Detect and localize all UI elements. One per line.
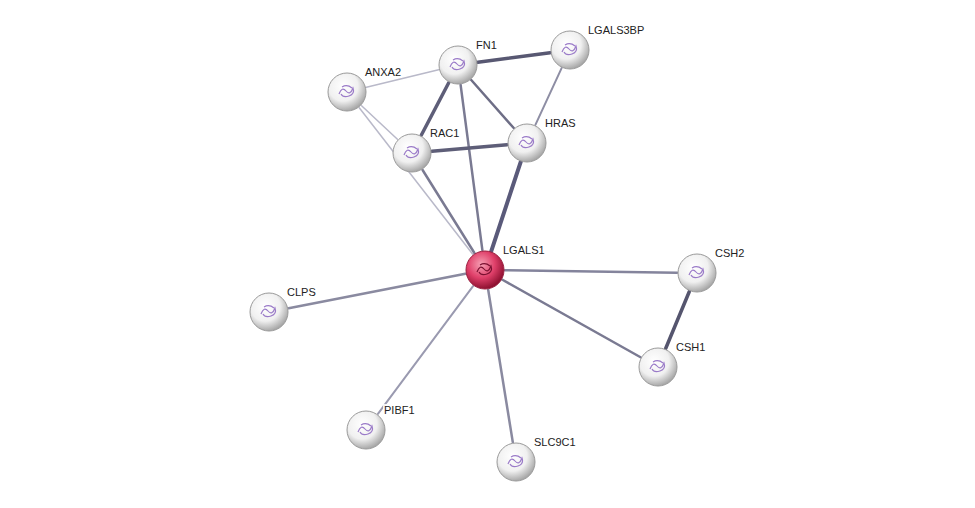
node-sphere — [677, 253, 717, 293]
protein-node: FN1 — [438, 45, 478, 85]
protein-node: CSH1 — [638, 347, 678, 387]
interaction-edge — [432, 145, 507, 152]
interaction-edge — [505, 270, 677, 272]
interaction-edge — [423, 170, 475, 253]
interaction-edge — [471, 80, 513, 128]
protein-node: RAC1 — [392, 133, 432, 173]
protein-node: CLPS — [249, 292, 289, 332]
node-sphere — [496, 442, 536, 482]
protein-node: SLC9C1 — [496, 442, 536, 482]
interaction-edge — [491, 162, 520, 251]
protein-label: SLC9C1 — [533, 436, 577, 448]
node-sphere — [465, 250, 505, 290]
node-sphere — [550, 30, 590, 70]
protein-label: CSH2 — [714, 247, 745, 259]
interaction-edge — [488, 290, 513, 443]
protein-label: PIBF1 — [383, 404, 416, 416]
protein-label: CSH1 — [675, 341, 706, 353]
protein-label: HRAS — [544, 117, 577, 129]
interaction-edge — [378, 286, 473, 414]
node-sphere — [249, 292, 289, 332]
protein-node: PIBF1 — [346, 410, 386, 450]
interaction-edge — [666, 291, 690, 348]
protein-label: CLPS — [286, 286, 317, 298]
protein-node: CSH2 — [677, 253, 717, 293]
interaction-edge — [502, 280, 640, 357]
node-sphere — [346, 410, 386, 450]
protein-label: ANXA2 — [364, 66, 402, 78]
interaction-edge — [478, 53, 550, 63]
interaction-edge — [359, 108, 472, 254]
protein-label: RAC1 — [429, 127, 460, 139]
node-sphere — [638, 347, 678, 387]
protein-label: LGALS1 — [502, 244, 546, 256]
protein-node: ANXA2 — [327, 72, 367, 112]
node-sphere — [438, 45, 478, 85]
node-sphere — [392, 133, 432, 173]
protein-node: LGALS3BP — [550, 30, 590, 70]
protein-node: HRAS — [507, 123, 547, 163]
interaction-edge — [461, 85, 483, 250]
protein-label: FN1 — [475, 39, 498, 51]
node-sphere — [507, 123, 547, 163]
protein-label: LGALS3BP — [587, 24, 645, 36]
query-protein-node: LGALS1 — [465, 250, 505, 290]
node-sphere — [327, 72, 367, 112]
